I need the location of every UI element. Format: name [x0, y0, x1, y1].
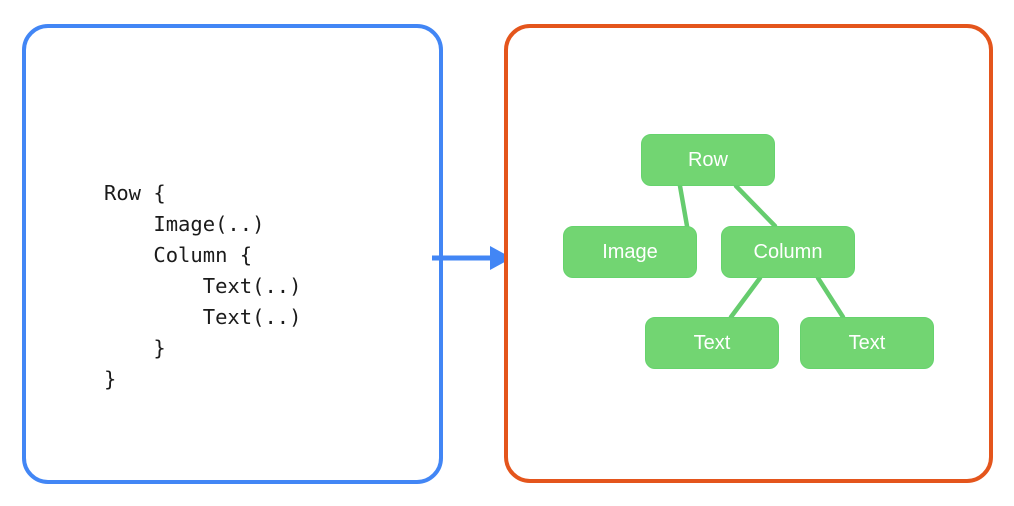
- tree-node-label: Text: [693, 332, 731, 354]
- edge-row-image: [677, 183, 690, 229]
- tree-node-row[interactable]: Row: [641, 134, 775, 186]
- edge-column-text1: [728, 275, 763, 320]
- code-snippet: Row { Image(..) Column { Text(..) Text(.…: [104, 181, 302, 391]
- tree-node-column[interactable]: Column: [721, 226, 855, 278]
- tree-node-label: Row: [687, 149, 728, 171]
- edge-column-text2: [815, 275, 846, 320]
- tree-node-text-1[interactable]: Text: [645, 317, 779, 369]
- widget-tree: Row Image Column Text Text: [504, 24, 993, 483]
- edge-row-column: [733, 183, 778, 229]
- tree-node-text-2[interactable]: Text: [800, 317, 934, 369]
- arrow-right-icon: [432, 246, 512, 270]
- code-panel: Row { Image(..) Column { Text(..) Text(.…: [22, 24, 443, 484]
- tree-node-image[interactable]: Image: [563, 226, 697, 278]
- tree-node-label: Image: [602, 241, 658, 263]
- tree-node-label: Text: [848, 332, 886, 354]
- tree-node-label: Column: [753, 241, 823, 263]
- tree-edges: [677, 183, 846, 320]
